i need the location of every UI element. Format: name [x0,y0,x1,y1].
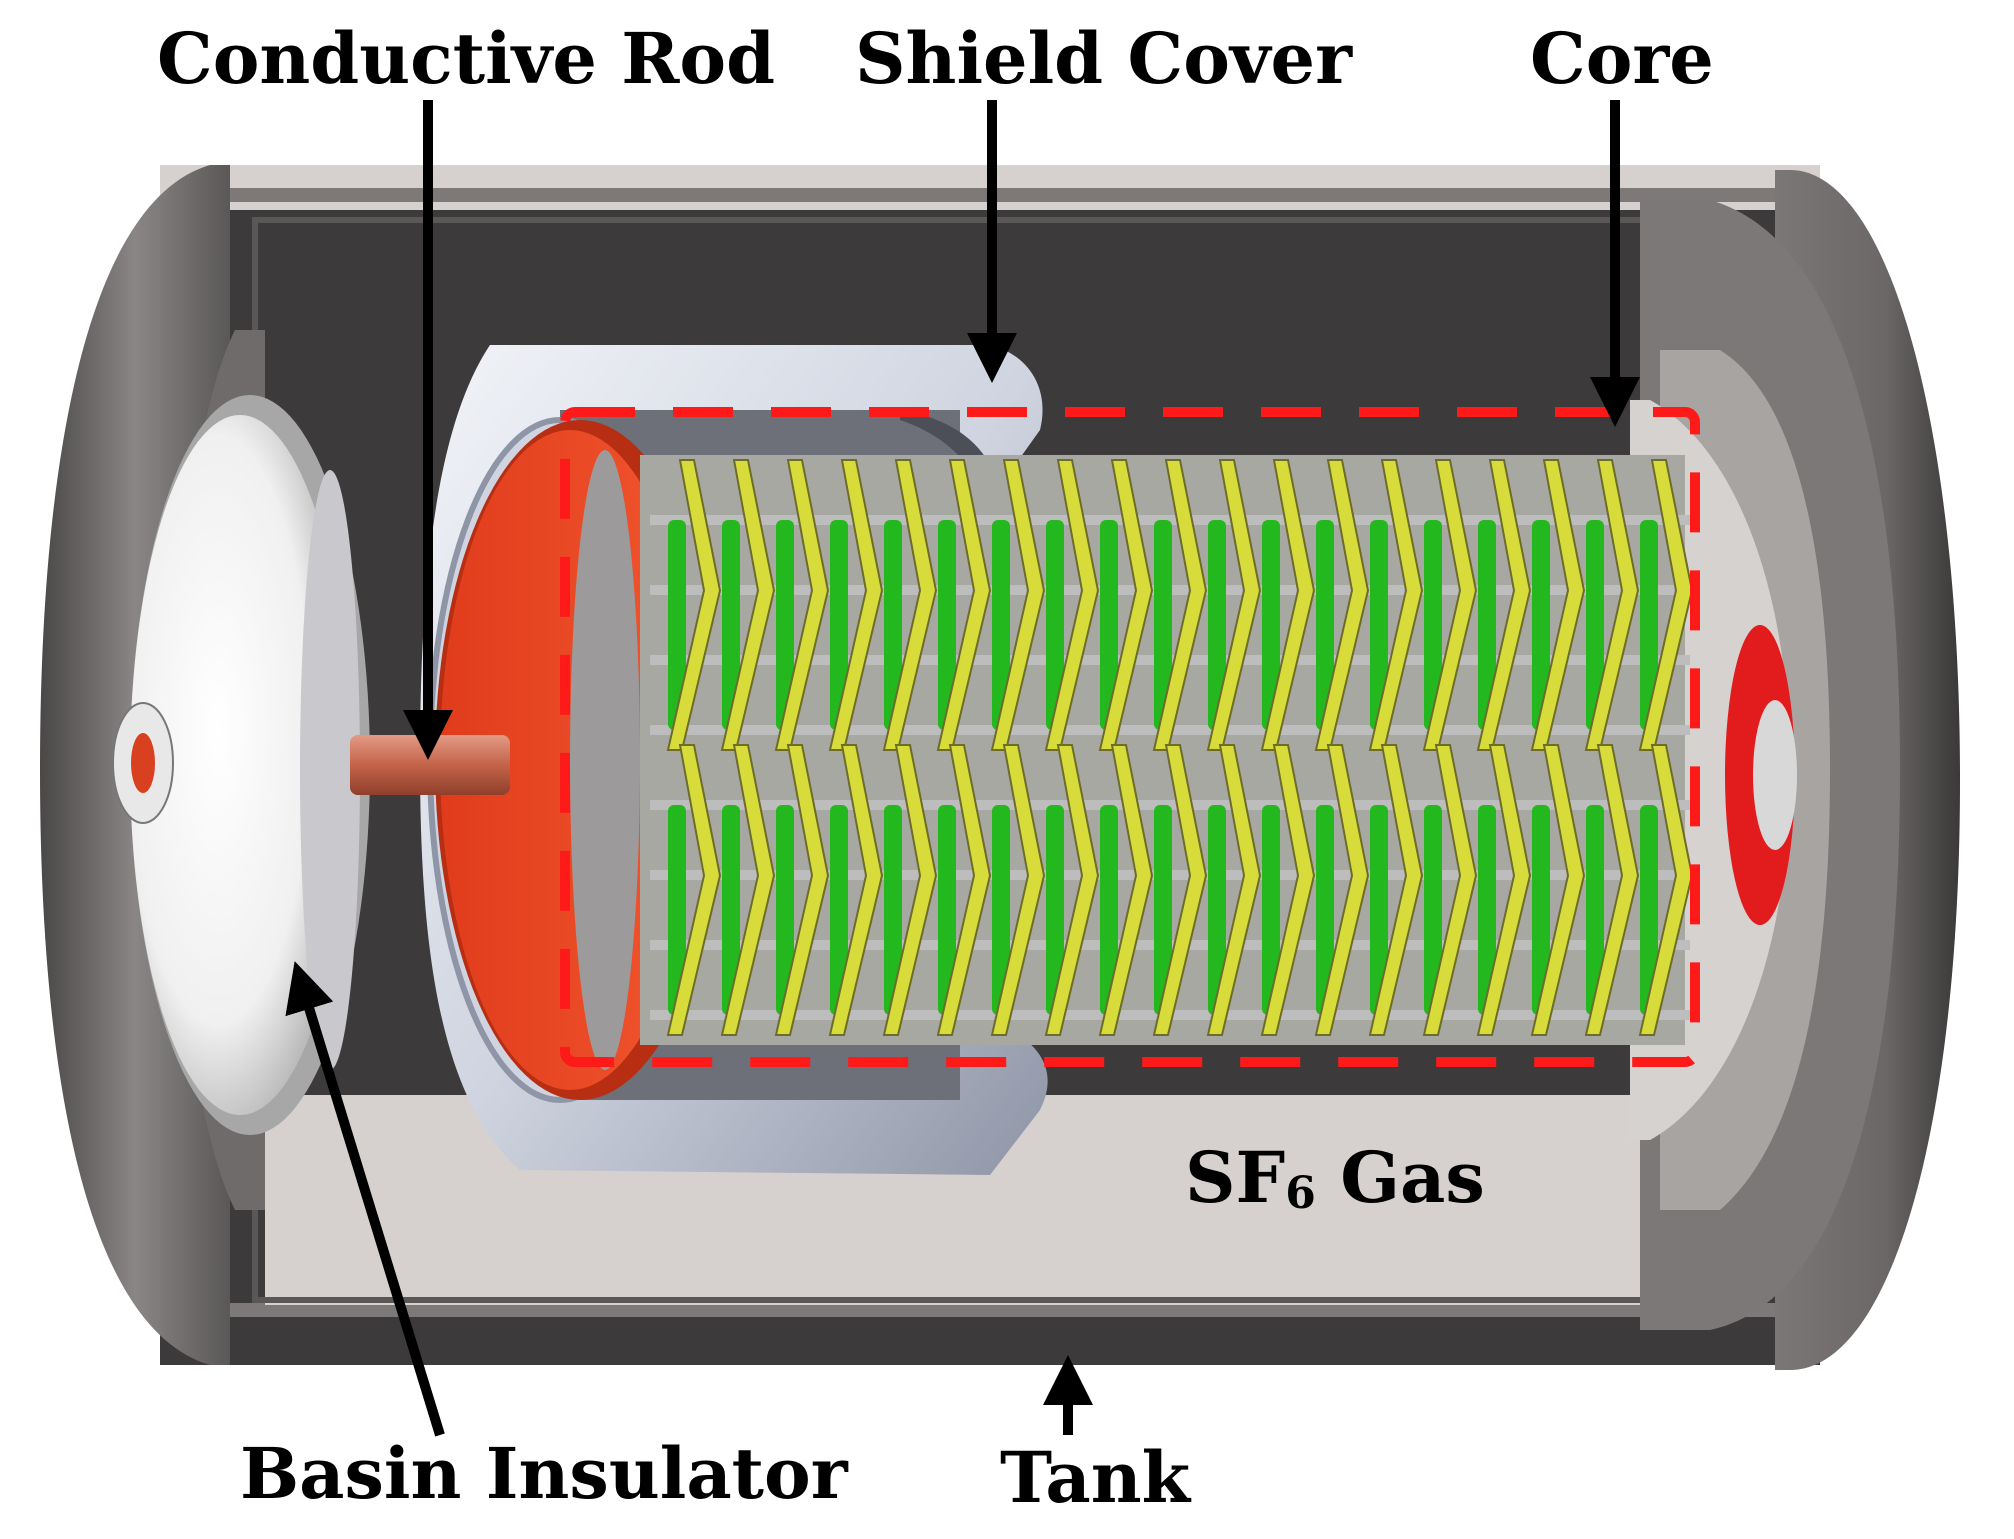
core-winding [776,805,794,1015]
core-coil-plate [774,744,830,1036]
label-sf6-gas-sf: SF [1185,1136,1285,1219]
core-winding [1424,520,1442,730]
label-sf6-gas-sub: 6 [1285,1168,1316,1219]
core-winding [938,805,956,1015]
core-winding [1424,805,1442,1015]
label-sf6-gas: SF6 Gas [1185,1136,1485,1219]
core [640,455,1694,1045]
core-winding [1316,805,1334,1015]
core-winding [722,805,740,1015]
core-winding [1262,805,1280,1015]
core-rod [650,515,1690,525]
core-winding [1316,520,1334,730]
tank-bottom-wall [160,1325,1820,1365]
core-coil-plate [1530,744,1586,1036]
core-winding [1046,520,1064,730]
core-winding [1370,805,1388,1015]
core-winding [938,520,956,730]
core-coil-plate [1314,744,1370,1036]
core-winding [1370,520,1388,730]
core-winding [1208,805,1226,1015]
right-flange [1630,170,1960,1370]
core-winding [830,520,848,730]
conductive-rod-front [350,735,510,795]
core-coil-plate [990,744,1046,1036]
core-winding [992,520,1010,730]
label-sf6-gas-tail: Gas [1316,1136,1485,1219]
core-coil-plate [1044,744,1100,1036]
core-winding [884,805,902,1015]
core-winding [776,520,794,730]
basin-center-red [131,733,155,793]
label-shield-cover: Shield Cover [855,17,1353,100]
core-winding [1154,805,1172,1015]
label-tank: Tank [1000,1436,1192,1519]
core-winding [1640,805,1658,1015]
core-coil-plate [1368,744,1424,1036]
core-winding [1532,520,1550,730]
core-coil-plate [882,744,938,1036]
core-winding [884,520,902,730]
core-winding [668,520,686,730]
core-winding [830,805,848,1015]
core-winding [1586,520,1604,730]
label-core: Core [1530,17,1714,100]
core-coil-plate [1476,744,1532,1036]
core-coil-plate [1152,744,1208,1036]
core-coil-plate [1584,744,1640,1036]
core-coil-plate [936,744,992,1036]
core-coil-plate [828,744,884,1036]
core-winding [1262,520,1280,730]
core-winding [1154,520,1172,730]
core-winding [1208,520,1226,730]
core-coil-plate [1206,744,1262,1036]
core-coil-plate [1422,744,1478,1036]
arrow-basin-insulator [285,961,445,1437]
core-winding [1046,805,1064,1015]
arrows [285,100,1640,1437]
core-coil-plate [1260,744,1316,1036]
core-winding [992,805,1010,1015]
core-coil-plate [720,744,776,1036]
core-winding [722,520,740,730]
core-coil-plate [666,744,722,1036]
label-basin-insulator: Basin Insulator [240,1432,849,1515]
label-conductive-rod: Conductive Rod [157,17,775,100]
core-winding [1100,520,1118,730]
core-winding [1586,805,1604,1015]
core-winding [1532,805,1550,1015]
core-coil-plate [1098,744,1154,1036]
core-winding [1478,805,1496,1015]
basin-insulator [112,395,370,1135]
core-coil-plate [1638,744,1694,1036]
core-winding [1640,520,1658,730]
core-winding [1478,520,1496,730]
core-winding [1100,805,1118,1015]
core-winding [668,805,686,1015]
core-rod [650,800,1690,810]
